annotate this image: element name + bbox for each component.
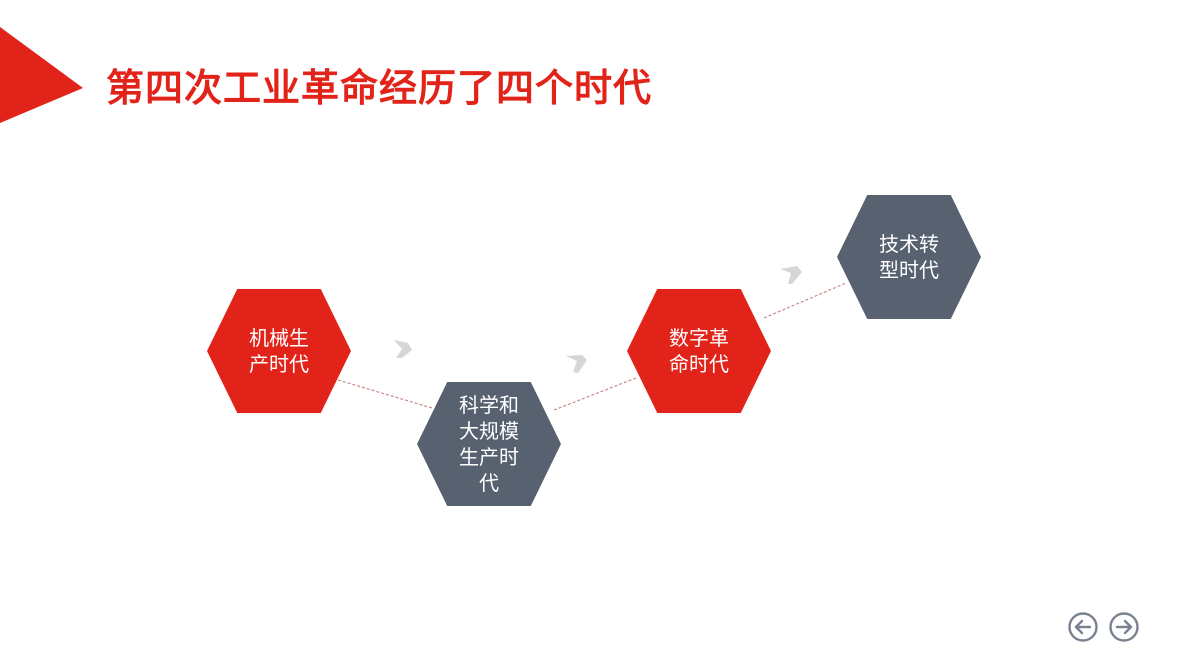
stage-hexagon-digital: 数字革命时代 — [627, 289, 771, 413]
stage-label: 科学和大规模生产时代 — [459, 393, 519, 495]
stage-hexagon-transformation: 技术转型时代 — [837, 195, 981, 319]
stage-hexagon-mass-production: 科学和大规模生产时代 — [417, 382, 561, 506]
next-slide-button[interactable] — [1108, 611, 1140, 643]
chevron-arrow-icon — [566, 355, 587, 373]
stage-label: 数字革命时代 — [669, 326, 729, 376]
chevron-arrow-icon — [394, 340, 412, 358]
slide-title: 第四次工业革命经历了四个时代 — [106, 66, 653, 110]
corner-triangle-decoration — [0, 27, 83, 123]
stage-hexagon-mechanical: 机械生产时代 — [207, 289, 351, 413]
arrow-left-circle-icon — [1068, 612, 1098, 642]
stage-label: 机械生产时代 — [249, 326, 309, 376]
arrow-right-circle-icon — [1109, 612, 1139, 642]
chevron-arrow-icon — [780, 266, 802, 284]
stage-label: 技术转型时代 — [879, 232, 939, 282]
prev-slide-button[interactable] — [1067, 611, 1099, 643]
